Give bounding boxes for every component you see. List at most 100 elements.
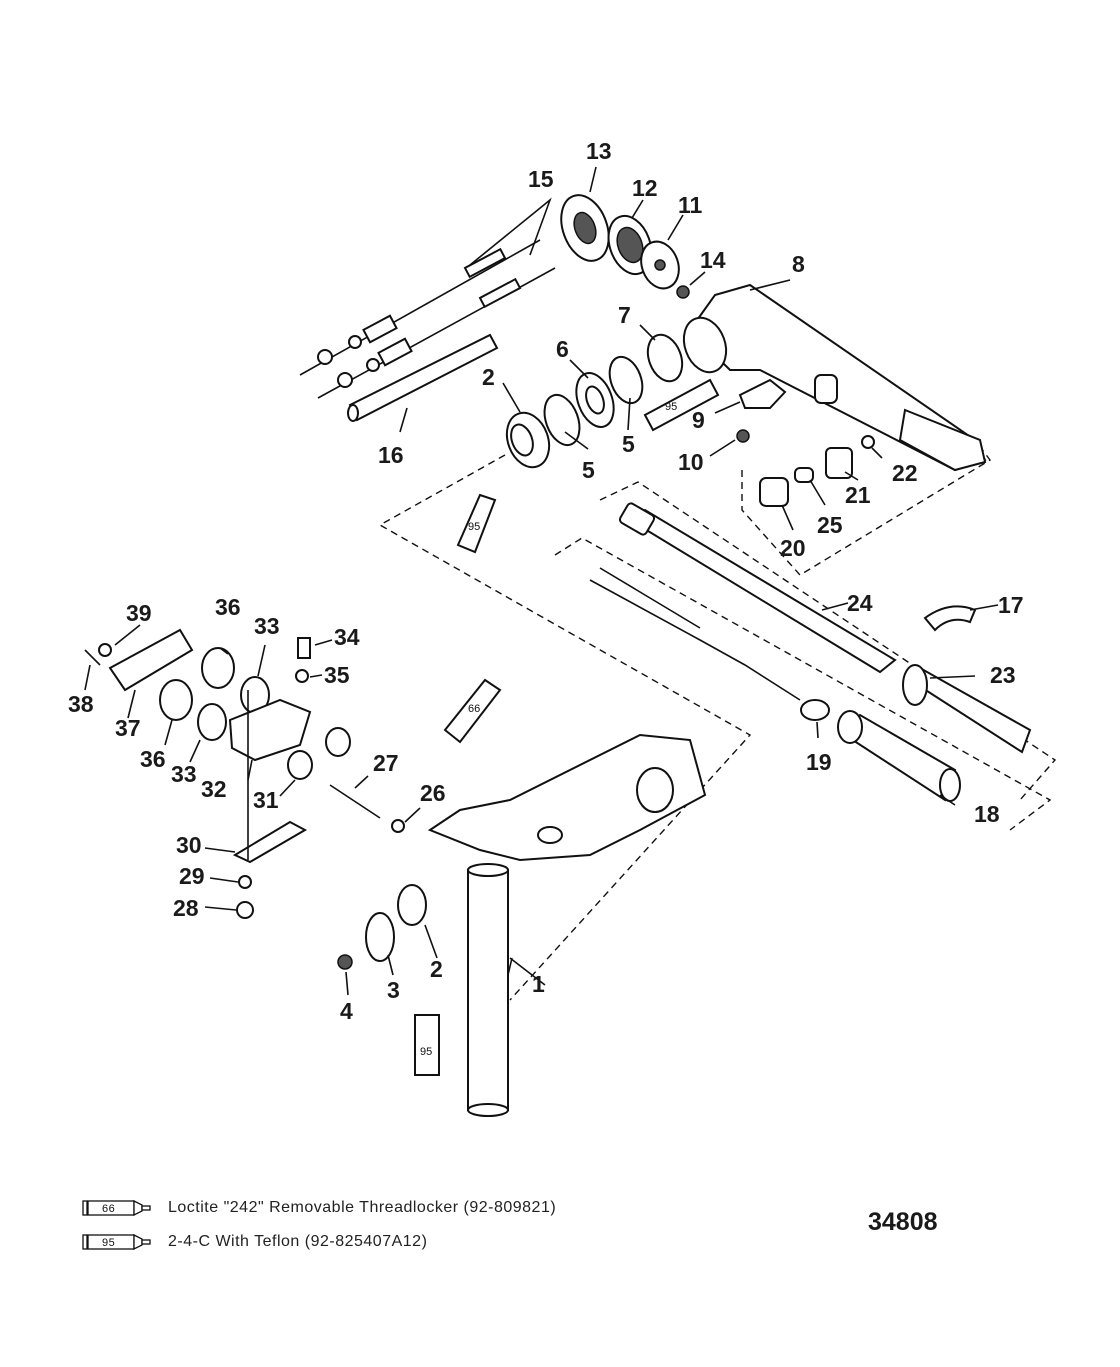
- callout-18: 18: [974, 801, 1000, 827]
- callout-39: 39: [126, 600, 152, 626]
- callout-31: 31: [253, 787, 279, 813]
- callout-21: 21: [845, 482, 871, 508]
- legend-text-66: Loctite "242" Removable Threadlocker (92…: [168, 1199, 557, 1216]
- callout-20: 20: [780, 535, 806, 561]
- part-7-bushing: [646, 333, 684, 383]
- callout-19: 19: [806, 749, 832, 775]
- sealant-tube-95-middle: 95: [456, 493, 497, 554]
- callout-13: 13: [586, 138, 612, 164]
- part-15-cable-assembly: [299, 197, 556, 399]
- tube-label-66: 66: [468, 703, 480, 715]
- dashed-group-outline-cable: [554, 537, 1052, 831]
- callout-10: 10: [678, 449, 704, 475]
- callout-5-upper: 5: [622, 431, 635, 457]
- part-33-ring-lower: [197, 703, 227, 741]
- part-34-bolt: [297, 637, 311, 659]
- part-32-housing: [228, 698, 312, 762]
- part-31-knob-pair: [287, 727, 351, 780]
- callout-30: 30: [176, 832, 202, 858]
- callout-33-lower: 33: [171, 761, 197, 787]
- callout-33-upper: 33: [254, 613, 280, 639]
- callout-24: 24: [847, 590, 873, 616]
- part-2-bushing-upper: [505, 411, 551, 469]
- callout-2-lower: 2: [430, 956, 443, 982]
- part-9-bracket: [738, 378, 787, 409]
- part-17-clip: [923, 605, 977, 632]
- callout-4: 4: [340, 998, 353, 1024]
- callout-29: 29: [179, 863, 205, 889]
- part-21-clip: [825, 447, 853, 479]
- leader-lines: [84, 166, 999, 996]
- callout-9: 9: [692, 407, 705, 433]
- callout-16: 16: [378, 442, 404, 468]
- callout-15: 15: [528, 166, 554, 192]
- part-27-stud: [329, 784, 381, 819]
- callout-7: 7: [618, 302, 631, 328]
- callout-37: 37: [115, 715, 141, 741]
- dashed-group-outline-upper: [378, 454, 752, 1001]
- dashed-group-outline-shaft: [599, 481, 1057, 801]
- part-10-screw: [736, 429, 750, 443]
- figure-number: 34808: [868, 1208, 938, 1236]
- part-5-washer-lower: [543, 393, 581, 447]
- callout-36-upper: 36: [215, 594, 241, 620]
- callout-12: 12: [632, 175, 658, 201]
- part-24-throttle-shaft: [618, 502, 897, 674]
- sealant-tube-95-lower: 95: [414, 1014, 440, 1076]
- tube-icon-66: 66: [82, 1199, 151, 1217]
- part-37-mounting-plate: [108, 628, 194, 692]
- legend-tube-code-95: 95: [102, 1237, 115, 1249]
- legend-item-95: 95 2-4-C With Teflon (92-825407A12): [82, 1233, 427, 1251]
- legend-item-66: 66 Loctite "242" Removable Threadlocker …: [82, 1199, 556, 1217]
- sealant-tube-95-upper: 95: [643, 378, 720, 432]
- part-4-screw: [337, 954, 353, 970]
- part-36-spring-upper: [201, 647, 235, 689]
- callout-28: 28: [173, 895, 199, 921]
- part-20-block: [759, 477, 789, 507]
- part-25-spring: [794, 467, 814, 483]
- callout-26: 26: [420, 780, 446, 806]
- part-13-pulley: [560, 194, 610, 262]
- part-2-bushing-lower: [397, 884, 427, 926]
- callouts: 1 1 2 2 3 4 5 5 6 7 8 9 10 11 12 13 14 1…: [68, 138, 1024, 1024]
- callout-17: 17: [998, 592, 1024, 618]
- part-3-cover-plate: [365, 912, 395, 962]
- part-16-sleeve: [347, 333, 499, 422]
- part-6-plate: [575, 372, 615, 428]
- callout-3: 3: [387, 977, 400, 1003]
- part-1-steering-arm: [427, 733, 707, 1117]
- part-38-screw: [84, 649, 101, 666]
- callout-34: 34: [334, 624, 360, 650]
- callout-5-lower: 5: [582, 457, 595, 483]
- part-8-tiller-handle: [682, 283, 987, 472]
- part-29-lockwasher: [238, 875, 252, 889]
- callout-27: 27: [373, 750, 399, 776]
- callout-36-lower: 36: [140, 746, 166, 772]
- legend-tube-code-66: 66: [102, 1203, 115, 1215]
- part-39-nut: [98, 643, 112, 657]
- part-5-washer-upper: [608, 355, 644, 405]
- part-28-nut: [236, 901, 254, 919]
- part-26-washer: [391, 819, 405, 833]
- callout-2-upper: 2: [482, 364, 495, 390]
- tube-label-95-upper: 95: [665, 401, 677, 413]
- callout-1-label: 1: [532, 971, 545, 997]
- tube-icon-95: 95: [82, 1233, 151, 1251]
- callout-6: 6: [556, 336, 569, 362]
- part-30-bracket: [232, 820, 308, 864]
- part-35-washer: [295, 669, 309, 683]
- part-19-cable: [589, 567, 830, 721]
- callout-25: 25: [817, 512, 843, 538]
- part-36-spring-lower: [159, 679, 193, 721]
- callout-32: 32: [201, 776, 227, 802]
- part-18-grip: [837, 710, 961, 802]
- tube-label-95-middle: 95: [468, 521, 480, 533]
- legend-text-95: 2-4-C With Teflon (92-825407A12): [168, 1233, 428, 1250]
- callout-35: 35: [324, 662, 350, 688]
- callout-23: 23: [990, 662, 1016, 688]
- tube-label-95-lower: 95: [420, 1046, 432, 1058]
- callout-11: 11: [678, 192, 703, 218]
- part-23-grip-sleeve: [902, 664, 1032, 754]
- callout-22: 22: [892, 460, 918, 486]
